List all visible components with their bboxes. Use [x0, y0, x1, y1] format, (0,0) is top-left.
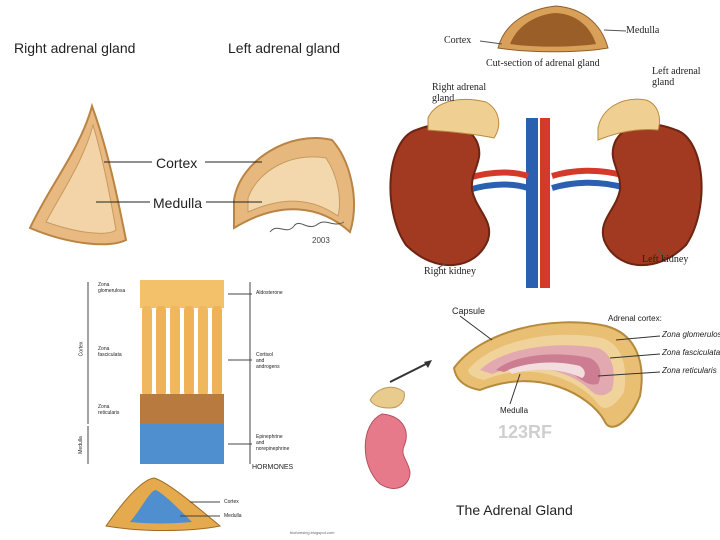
watermark-123rf: 123RF: [498, 422, 552, 443]
adrenal-gland-title: The Adrenal Gland: [456, 502, 573, 518]
histo-source: bioforesing.blogspot.com: [290, 530, 334, 535]
histo-cortex-side: Cortex: [78, 342, 84, 357]
capsule-label: Capsule: [452, 306, 485, 316]
histo-fasciculata-label: Zona fasciculata: [98, 346, 122, 358]
panel-kidneys: Cortex Medulla Cut-section of adrenal gl…: [376, 0, 720, 290]
medulla-label: Medulla: [153, 195, 202, 211]
cut-section-caption: Cut-section of adrenal gland: [486, 58, 600, 69]
panel-cross-section: Capsule Adrenal cortex: Zona glomerulosa…: [360, 296, 720, 540]
histo-cortisol: Cortisol and androgens: [256, 352, 280, 370]
right-kidney-label: Right kidney: [424, 266, 476, 277]
histo-epinephrine: Epinephrine and norepinephrine: [256, 434, 289, 452]
histo-aldosterone: Aldosterone: [256, 290, 283, 296]
vena-cava: [526, 118, 538, 288]
left-kidney-label: Left kidney: [642, 254, 688, 265]
cut-cortex-leader: [480, 41, 502, 44]
zona-glomerulosa-layer: [140, 280, 224, 308]
left-adrenal-label: Left adrenal gland: [652, 66, 701, 88]
kidney-drawings: [376, 0, 720, 290]
histo-reticularis-label: Zona reticularis: [98, 404, 119, 416]
fasciculata-label: Zona fasciculata: [662, 348, 720, 357]
right-adrenal-title: Right adrenal gland: [14, 40, 135, 56]
medulla-layer: [140, 424, 224, 464]
artist-signature: [270, 222, 344, 232]
adrenal-cortex-label: Adrenal cortex:: [608, 314, 662, 323]
right-adrenal-label: Right adrenal gland: [432, 82, 486, 104]
histo-hormones: HORMONES: [252, 464, 293, 471]
glomerulosa-label: Zona glomerulosa: [662, 330, 720, 339]
small-adrenal: [370, 387, 404, 408]
histo-medulla-side: Medulla: [78, 436, 84, 454]
histo-glomerulosa-label: Zona glomerulosa: [98, 282, 125, 294]
cut-medulla-label: Medulla: [626, 25, 659, 36]
histo-cortex-small: Cortex: [224, 499, 239, 505]
zona-reticularis-layer: [140, 394, 224, 424]
panel-histology: Zona glomerulosa Zona fasciculata Zona r…: [70, 276, 360, 540]
cortex-label: Cortex: [156, 155, 197, 171]
medulla-label-cross: Medulla: [500, 406, 528, 415]
cut-medulla-leader: [604, 30, 626, 31]
zoom-arrow: [390, 362, 430, 382]
zona-fasciculata-layer: [142, 306, 222, 396]
reticularis-label: Zona reticularis: [662, 366, 717, 375]
small-kidney: [365, 414, 410, 488]
signature-year: 2003: [312, 236, 330, 245]
capsule-leader: [460, 316, 492, 340]
panel-adrenal-glands: Right adrenal gland Left adrenal gland C…: [0, 0, 370, 268]
histo-medulla-small: Medulla: [224, 513, 242, 519]
aorta: [540, 118, 550, 288]
left-adrenal-title: Left adrenal gland: [228, 40, 340, 56]
cut-cortex-label: Cortex: [444, 35, 471, 46]
